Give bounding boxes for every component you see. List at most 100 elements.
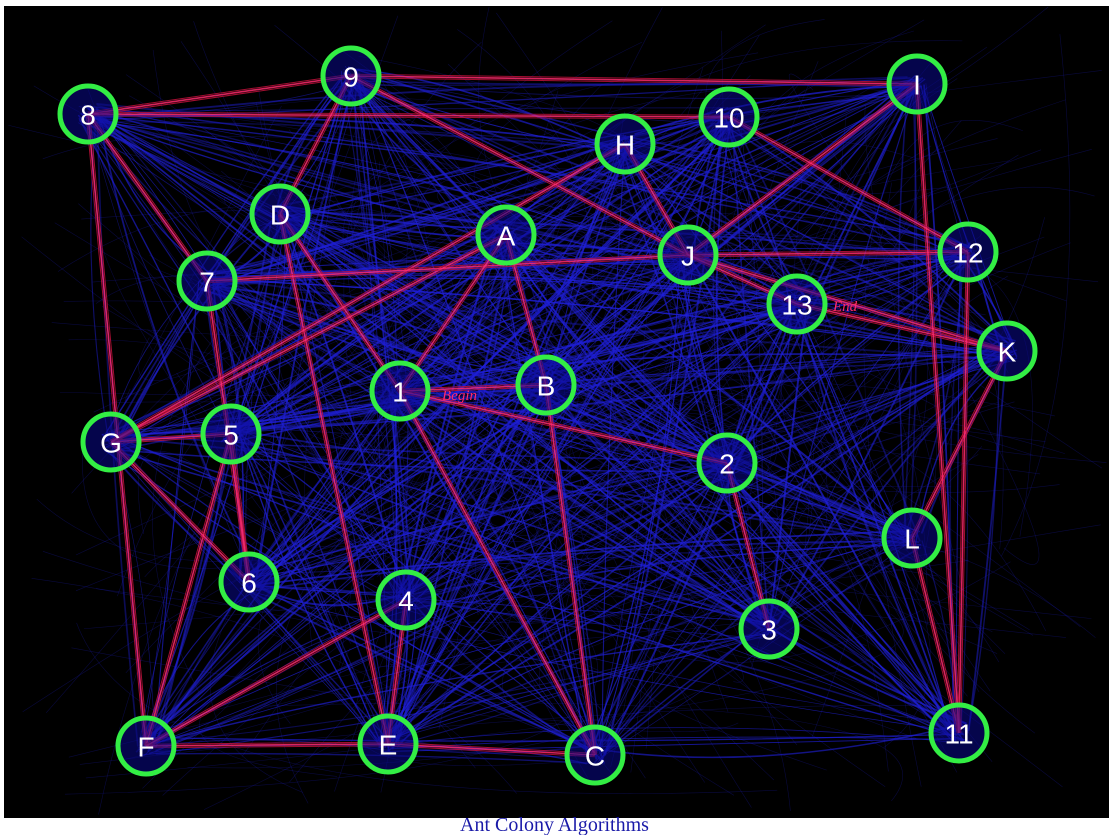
pheromone-trail [116,262,681,449]
route-edge-D-E [279,213,389,745]
route-edge-C-1 [401,389,598,755]
pheromone-trail [761,381,917,738]
pheromone-trail [230,82,913,444]
pheromone-trail [152,82,573,693]
node-ring [698,86,760,148]
pheromone-trail [112,381,546,438]
pheromone-trail [264,702,903,802]
node-label: J [681,241,695,272]
pheromone-trail [728,79,914,462]
route-edge-10-12 [727,118,968,255]
pheromone-trail [96,109,800,309]
route-edge-12-11 [960,252,971,734]
pheromone-trail [103,449,589,749]
pheromone-trail [642,270,729,712]
pheromone-trail [625,150,806,297]
pheromone-trail [238,432,391,735]
pheromone-trail [954,253,961,743]
pheromone-trail [967,358,1007,732]
pheromone-trail [143,431,230,741]
pheromone-trail [383,298,805,735]
route-edge-12-11 [956,251,967,733]
pheromone-trail [91,121,1002,434]
pheromone-trail [94,118,538,378]
route-edge-G-6 [111,440,251,582]
pheromone-trail [406,384,600,749]
route-edge-B-C [545,384,596,756]
pheromone-trail [715,118,732,458]
route-edge-J-12 [687,251,969,256]
pheromone-trail [280,222,1004,360]
node-ring [657,224,719,286]
pheromone-trail [364,259,634,317]
pheromone-trail [405,533,906,608]
pheromone-trail [117,283,715,597]
pheromone-trail [685,259,909,532]
node-7: 7 [176,250,238,312]
pheromone-trail [204,279,774,623]
pheromone-trail [725,114,1012,347]
route-edge-G-A [110,234,507,443]
pheromone-trail [561,154,1019,777]
pheromone-trail [93,247,673,578]
pheromone-trail [503,233,1004,356]
pheromone-trail [634,454,979,639]
route-edge-G-6 [110,441,250,583]
pheromone-trail [153,280,200,746]
pheromone-trail [117,204,287,441]
pheromone-trail [343,165,443,731]
pheromone-trail [352,77,904,537]
pheromone-trail [527,70,1102,220]
node-label: 12 [952,238,983,269]
pheromone-trail [205,283,392,754]
node-ring [594,113,656,175]
route-edge-8-9 [88,77,352,117]
pheromone-trail [653,78,958,662]
pheromone-trail [796,302,903,537]
pheromone-trail [580,186,1095,592]
pheromone-trail [306,176,924,434]
node-label: C [585,741,605,772]
pheromone-trail [541,92,914,395]
pheromone-trail [276,255,867,804]
pheromone-trail [384,399,958,773]
pheromone-trail [388,533,915,743]
node-6: 6 [218,551,280,613]
route-edge-8-7 [86,114,206,283]
node-F: F [115,715,177,777]
pheromone-trail [242,382,539,587]
pheromone-trail [78,106,692,247]
pheromone-trail [705,19,1103,469]
pheromone-trail [101,306,391,453]
pheromone-trail [616,620,827,771]
route-edge-9-J [350,75,689,256]
pheromone-trail [231,428,920,544]
pheromone-trail [143,733,964,742]
route-edge-G-6 [109,442,249,584]
pheromone-trail [91,107,604,766]
route-edge-A-1 [401,235,508,393]
route-edge-E-C [387,743,596,756]
pheromone-trail [68,339,402,793]
pheromone-trail [543,192,932,474]
route-edge-J-I [687,83,918,256]
pheromone-trail [343,83,912,87]
route-edge-8-7 [89,112,209,281]
pheromone-trail [101,433,413,606]
pheromone-trail [392,211,889,401]
pheromone-trail [348,82,797,311]
pheromone-trail [216,136,629,286]
pheromone-trail [387,114,740,742]
node-ring [475,204,537,266]
pheromone-trail [384,390,554,749]
pheromone-trail [617,141,1006,348]
pheromone-trail [57,205,589,384]
route-edge-K-L [911,350,1008,539]
pheromone-trail [391,144,632,744]
pheromone-trail [377,465,533,608]
pheromone-trail [726,86,917,465]
pheromone-trail [333,503,905,645]
node-C: C [564,724,626,786]
pheromone-trail [211,278,392,741]
